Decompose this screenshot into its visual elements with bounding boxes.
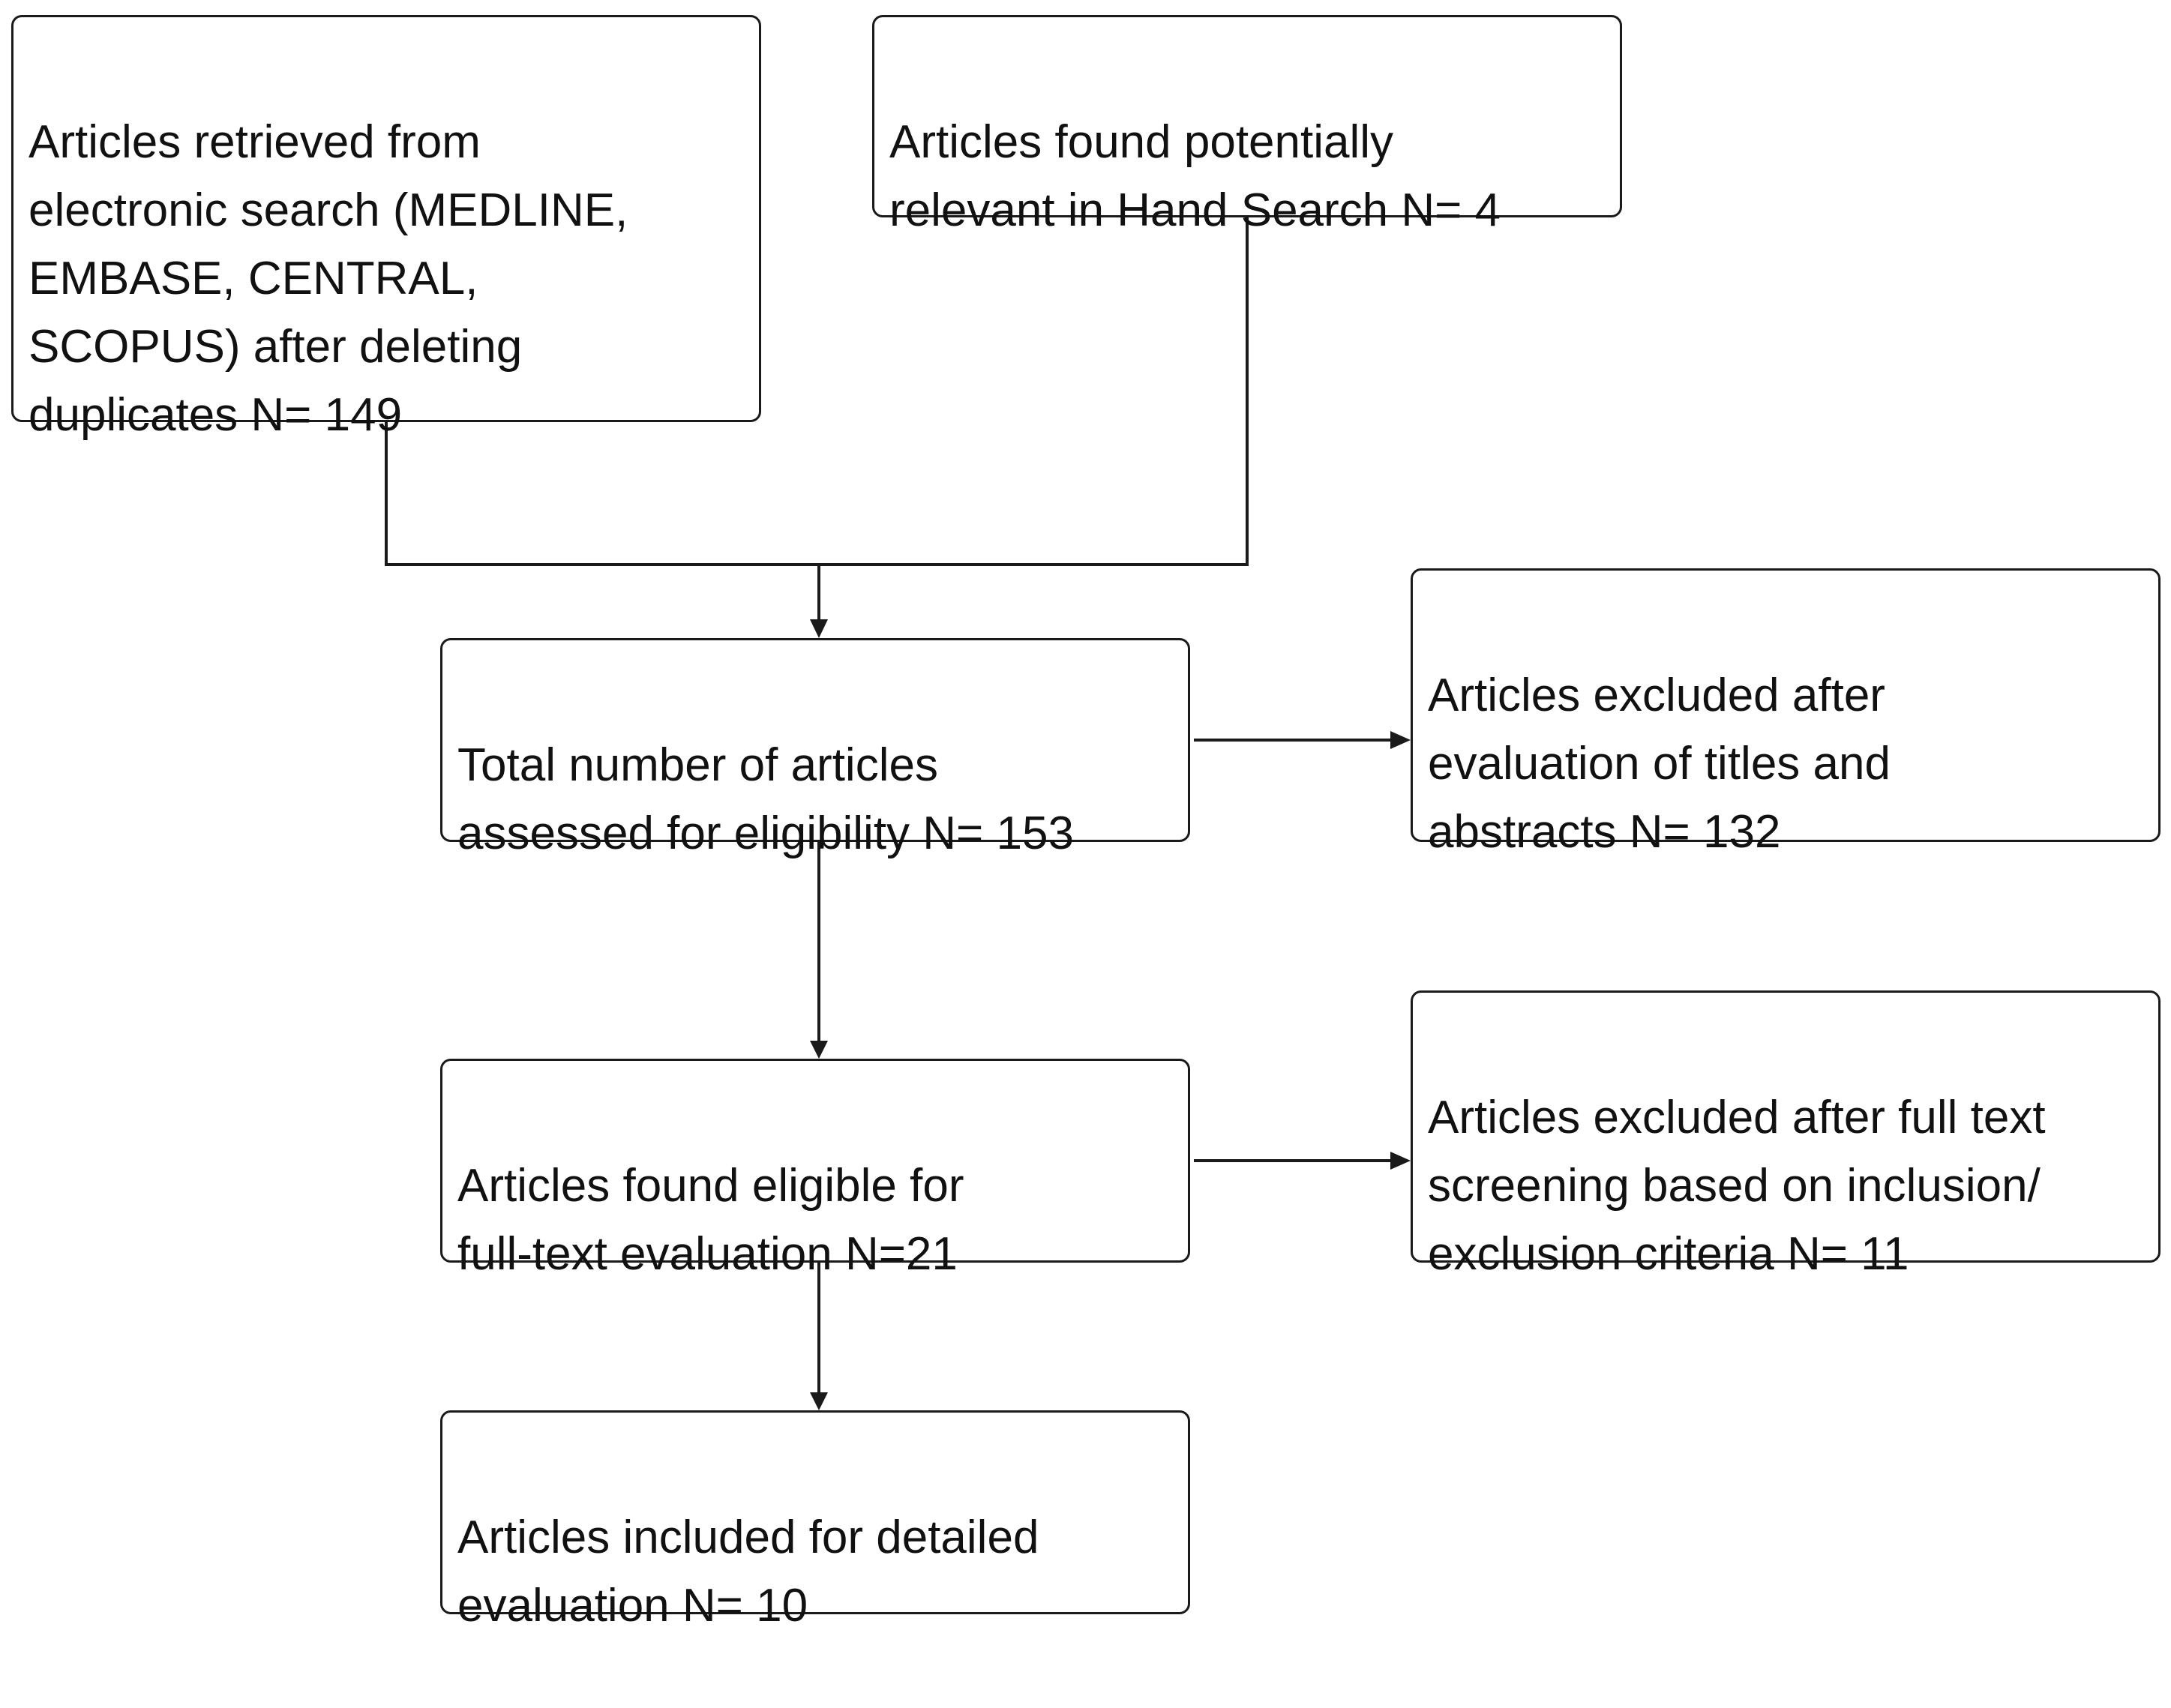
arrowhead-to-excluded-full-text [1390,1152,1411,1170]
excluded-titles-abstracts-text: Articles excluded after evaluation of ti… [1428,670,1891,858]
eligible-full-text-box: Articles found eligible for full-text ev… [440,1059,1190,1280]
arrowhead-to-included [810,1392,828,1410]
total-assessed-box: Total number of articles assessed for el… [440,638,1190,859]
electronic-search-text: Articles retrieved from electronic searc… [28,116,628,441]
arrowhead-to-excluded-titles [1390,731,1411,749]
arrowhead-to-total [810,619,828,638]
total-assessed-text: Total number of articles assessed for el… [457,739,1074,859]
prisma-flow-diagram: Articles retrieved from electronic searc… [11,15,2161,1632]
excluded-full-text-box: Articles excluded after full text screen… [1411,990,2161,1280]
hand-search-text: Articles found potentially relevant in H… [889,116,1501,236]
excluded-full-text-text: Articles excluded after full text screen… [1428,1092,2046,1280]
arrowhead-to-eligible [810,1041,828,1059]
included-detailed-box: Articles included for detailed evaluatio… [440,1410,1190,1632]
hand-search-box: Articles found potentially relevant in H… [872,15,1622,236]
electronic-search-box: Articles retrieved from electronic searc… [11,15,761,441]
excluded-titles-abstracts-box: Articles excluded after evaluation of ti… [1411,568,2161,858]
included-detailed-text: Articles included for detailed evaluatio… [457,1512,1039,1632]
eligible-full-text-text: Articles found eligible for full-text ev… [457,1160,964,1280]
